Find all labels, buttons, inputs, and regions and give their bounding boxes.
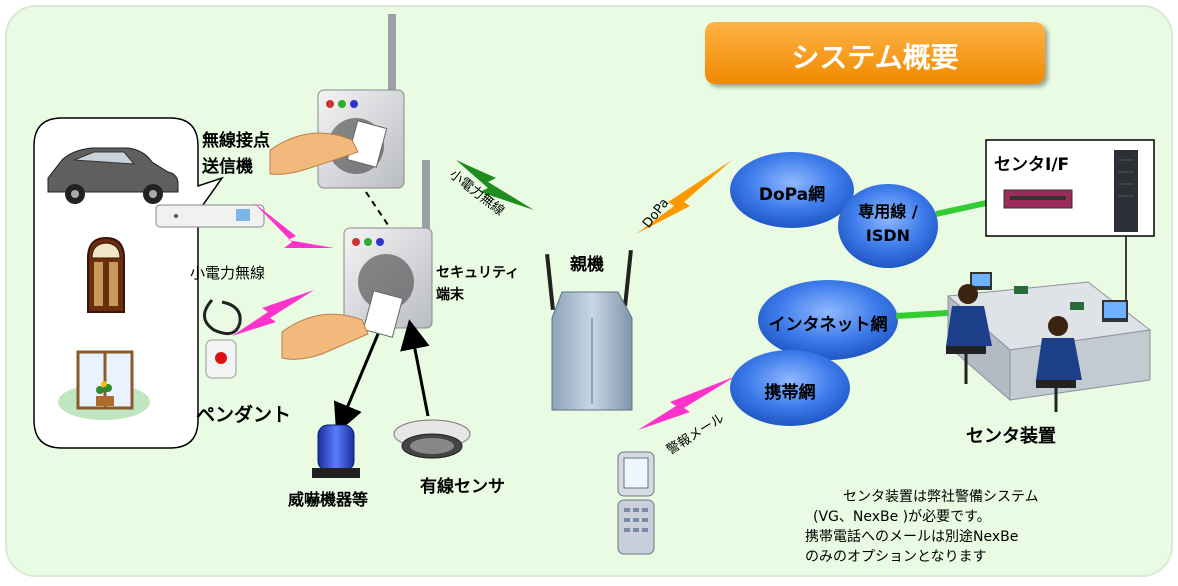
base-unit-label: 親機 — [570, 255, 604, 275]
center-equipment-illustration — [946, 272, 1152, 412]
internet-oval — [758, 280, 898, 360]
terminal-link-dashed — [365, 191, 391, 229]
security-terminal-label-line2: 端末 — [436, 287, 464, 303]
leased-line-label-line1: 専用線 / — [858, 202, 918, 221]
pendant-icon — [203, 299, 242, 379]
note-line-1: センタ装置は弊社警備システム — [843, 489, 1039, 505]
threat-devices-label: 威嚇機器等 — [288, 490, 369, 509]
center-equipment-label: センタ装置 — [966, 426, 1056, 447]
car-icon — [47, 147, 179, 204]
internet-label: インタネット網 — [768, 315, 888, 335]
leased-line-oval — [838, 184, 938, 268]
wired-sensor-icon — [393, 419, 471, 459]
alarm-mail-signal-bolt — [638, 376, 736, 430]
note-line-3: 携帯電話へのメールは別途NexBe — [805, 529, 1019, 545]
mobile-network-oval — [730, 350, 850, 426]
arrow-from-wired-sensor — [400, 319, 430, 417]
wireless-signal-bolt-green — [456, 160, 534, 210]
security-terminal-label: セキュリティ 端末 — [436, 262, 519, 306]
window-icon — [58, 350, 150, 420]
page-title: システム概要 — [791, 41, 959, 74]
system-note: センタ装置は弊社警備システム (VG、NexBe )が必要です。 携帯電話へのメ… — [805, 487, 1039, 567]
transmitter-label-line2: 送信機 — [202, 157, 253, 177]
security-terminal-lower-icon — [281, 160, 433, 360]
title-box: システム概要 — [705, 22, 1045, 84]
mobile-network-label: 携帯網 — [764, 383, 816, 403]
security-terminal-upper-icon — [269, 14, 405, 189]
dopa-network-label: DoPa網 — [758, 185, 826, 205]
arrow-to-threat-devices — [333, 333, 380, 434]
note-line-2: (VG、NexBe )が必要です。 — [813, 509, 991, 525]
wireless-signal-bolt-lower — [232, 290, 314, 336]
transmitter-label-line1: 無線接点 — [202, 131, 270, 151]
leased-line-label-line2: ISDN — [865, 226, 911, 245]
leased-line-label: 専用線 / ISDN — [840, 200, 936, 248]
pendant-label: ペンダント — [196, 404, 292, 426]
wired-sensor-label: 有線センサ — [420, 477, 505, 497]
transmitter-label: 無線接点 送信機 — [202, 128, 270, 180]
dopa-signal-bolt — [636, 160, 732, 234]
small-power-wireless-label: 小電力無線 — [190, 264, 266, 282]
dopa-network-oval — [730, 152, 854, 228]
wireless-contact-transmitter-icon — [155, 204, 265, 228]
door-icon — [87, 236, 125, 313]
siren-icon — [312, 424, 360, 478]
base-unit-icon — [545, 249, 633, 411]
center-if-label: センタI/F — [994, 155, 1070, 175]
mobile-phone-icon — [617, 451, 655, 555]
security-terminal-label-line1: セキュリティ — [436, 265, 520, 281]
center-if-box — [985, 139, 1155, 237]
note-line-4: のみのオプションとなります — [805, 549, 987, 565]
